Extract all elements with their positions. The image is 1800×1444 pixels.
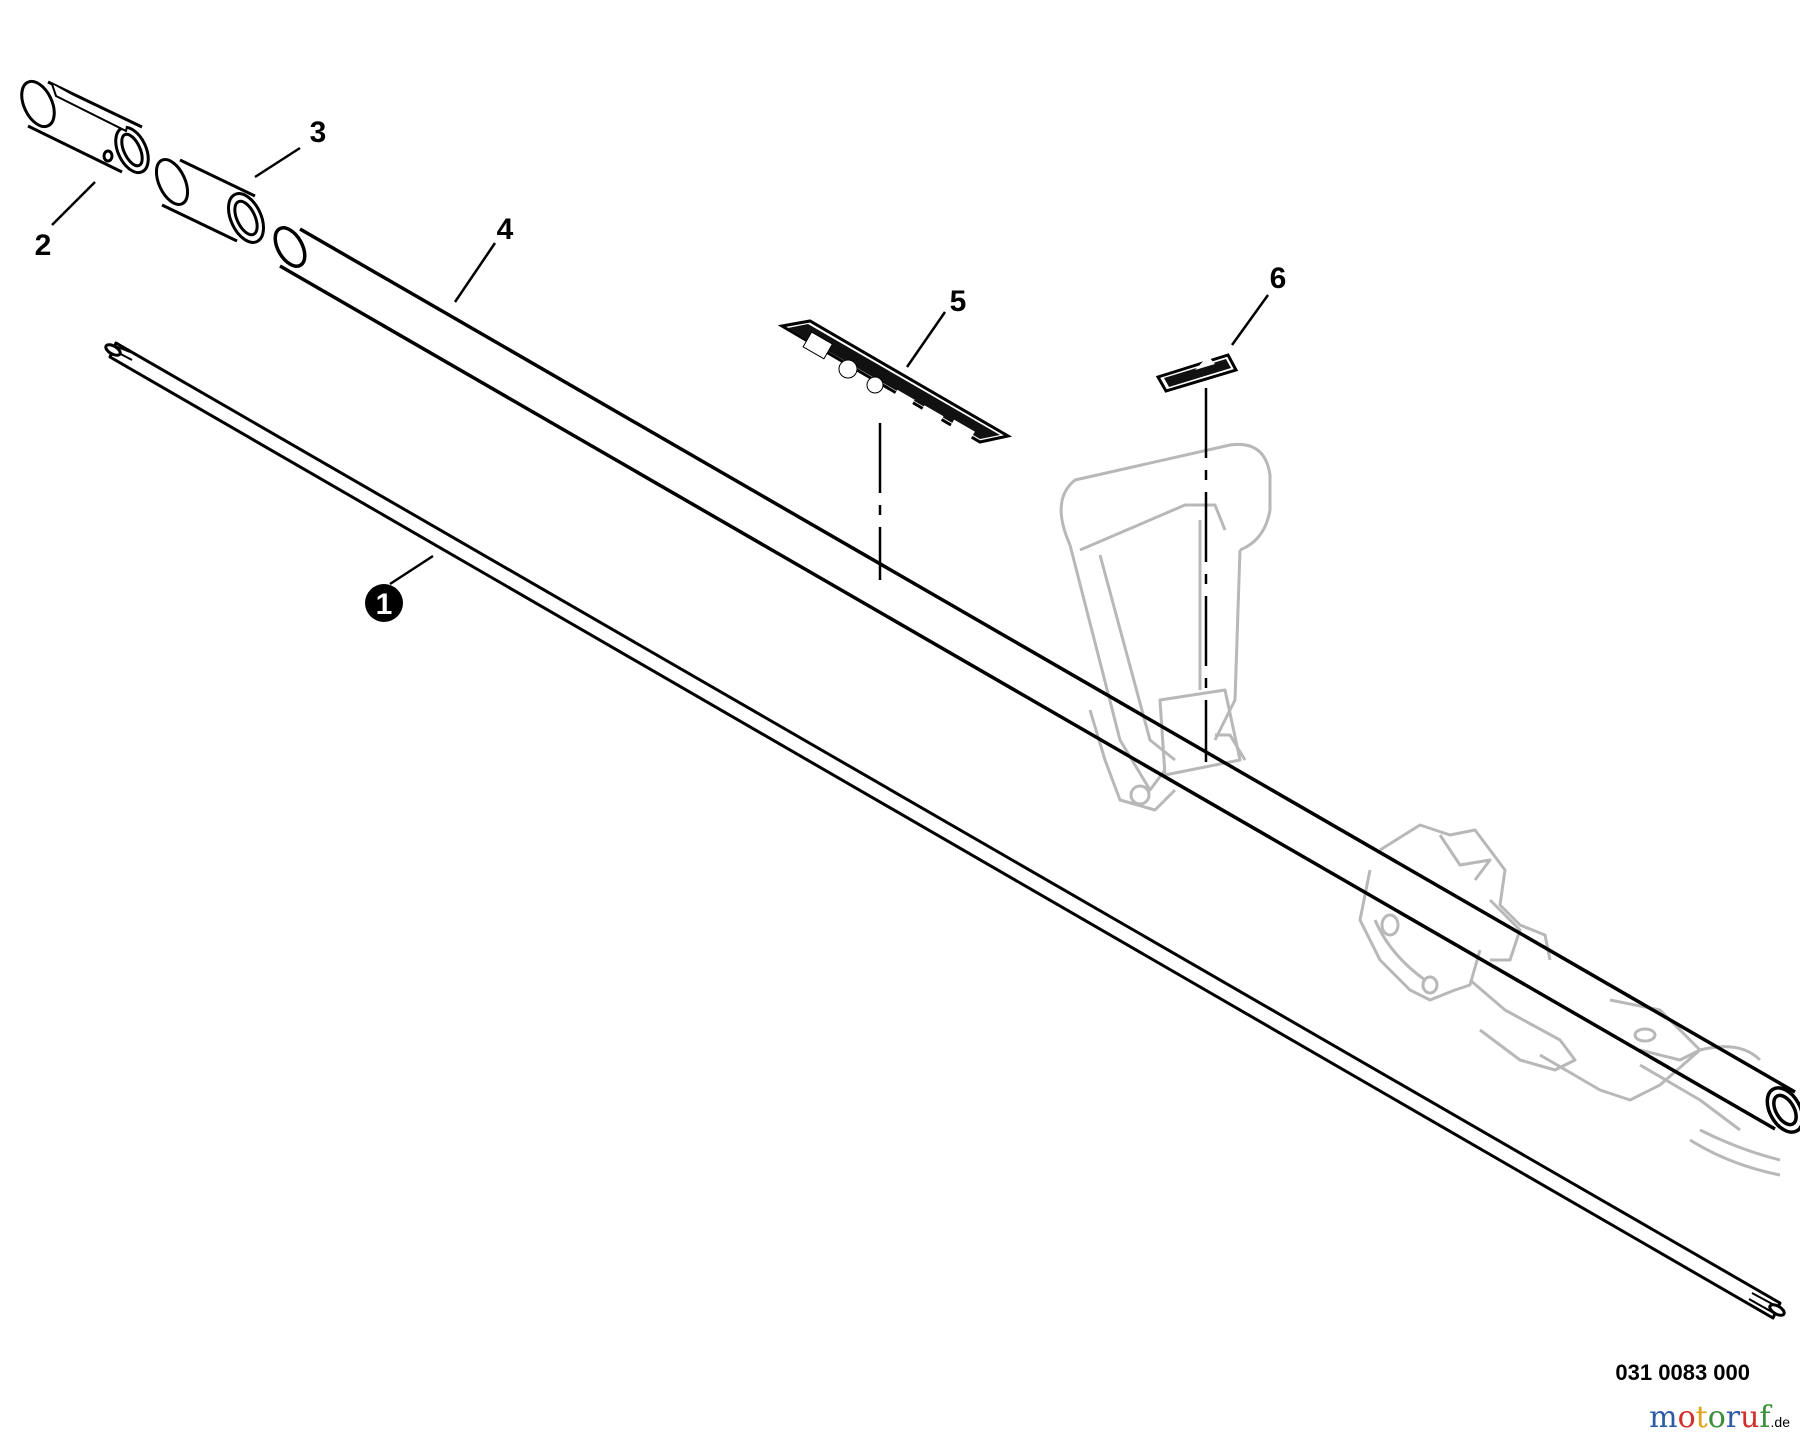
part-5-safety-decal bbox=[777, 319, 1013, 444]
watermark-letter: r bbox=[1725, 1400, 1741, 1435]
watermark-logo: motoruf.de bbox=[1590, 1400, 1790, 1435]
part-4-outer-tube bbox=[273, 226, 1800, 1134]
callout-1: 1 bbox=[376, 588, 393, 621]
leader-lines bbox=[51, 146, 1270, 762]
watermark-suffix: .de bbox=[1770, 1414, 1790, 1430]
callout-2: 2 bbox=[35, 229, 52, 262]
watermark-letter: o bbox=[1707, 1400, 1726, 1435]
callouts: 1 2 3 4 5 6 bbox=[35, 116, 1287, 622]
watermark-letter: f bbox=[1759, 1400, 1771, 1435]
part-1-drive-shaft bbox=[104, 341, 1786, 1320]
watermark-letter: m bbox=[1649, 1400, 1678, 1435]
part-3-bushing bbox=[154, 158, 265, 244]
diagram-reference-number: 031 0083 000 bbox=[1615, 1360, 1750, 1385]
callout-6: 6 bbox=[1270, 262, 1287, 295]
watermark-letter: o bbox=[1677, 1400, 1696, 1435]
callout-4: 4 bbox=[497, 213, 514, 246]
part-6-warning-label bbox=[1155, 353, 1239, 393]
part-2-sleeve bbox=[20, 79, 155, 182]
callout-1-badge bbox=[365, 584, 403, 622]
callout-5: 5 bbox=[950, 285, 967, 318]
watermark-letter: u bbox=[1740, 1400, 1760, 1435]
callout-3: 3 bbox=[310, 116, 327, 149]
ghost-trigger-housing bbox=[1358, 823, 1781, 1177]
watermark-letter: t bbox=[1695, 1400, 1708, 1435]
ghost-handle bbox=[1059, 442, 1272, 812]
